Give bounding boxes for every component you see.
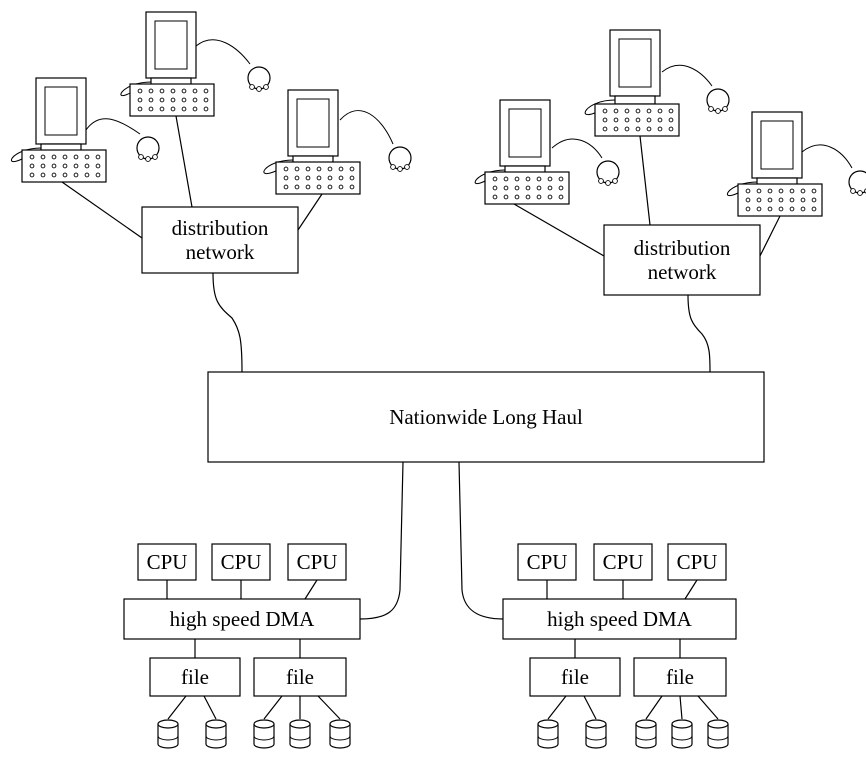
cpu-box: [667, 543, 727, 581]
disk-link: [547, 695, 567, 720]
terminal-link: [759, 215, 781, 257]
cpu-box: [287, 543, 347, 581]
site-uplink: [458, 461, 504, 620]
disk-link: [645, 695, 663, 720]
long-haul-box: [207, 371, 765, 463]
mouse-icon: [596, 160, 620, 186]
cpu-box: [517, 543, 577, 581]
terminal-link: [297, 193, 323, 231]
mouse-icon: [706, 88, 730, 114]
file-server-box: [253, 657, 347, 697]
dma-bus-label: high speed DMA: [547, 607, 692, 631]
dma-bus-label: high speed DMA: [170, 607, 315, 631]
disk-icon: [329, 719, 351, 749]
cpu-link: [304, 579, 318, 600]
disk-link: [167, 695, 187, 720]
computer-terminal-icon: [727, 111, 866, 217]
terminal-link: [61, 181, 143, 239]
cpu-box: [137, 543, 197, 581]
disk-icon: [537, 719, 559, 749]
disk-icon: [707, 719, 729, 749]
mouse-icon: [848, 170, 866, 196]
disk-link: [697, 695, 719, 720]
computer-terminal-icon: [263, 89, 412, 195]
terminal-link: [639, 135, 651, 226]
disk-icon: [205, 719, 227, 749]
disk-icon: [635, 719, 657, 749]
cpu-box: [593, 543, 653, 581]
file-server-label: file: [286, 665, 314, 689]
cpu-label: CPU: [147, 550, 188, 574]
mouse-icon: [247, 66, 271, 92]
terminal-link: [175, 115, 193, 208]
dma-bus-box: [502, 598, 737, 640]
file-server-box: [149, 657, 241, 697]
disk-icon: [253, 719, 275, 749]
file-server-box: [633, 657, 727, 697]
disk-icon: [671, 719, 693, 749]
site-uplink: [359, 461, 404, 620]
disk-link: [679, 695, 683, 720]
disk-link: [317, 695, 341, 720]
cpu-box: [211, 543, 271, 581]
computer-terminal-icon: [11, 77, 160, 183]
cpu-label: CPU: [221, 550, 262, 574]
cpu-link: [684, 579, 698, 600]
disk-link: [583, 695, 597, 720]
cpu-label: CPU: [297, 550, 338, 574]
file-server-label: file: [561, 665, 589, 689]
disk-icon: [289, 719, 311, 749]
cpu-label: CPU: [527, 550, 568, 574]
mouse-icon: [136, 136, 160, 162]
disk-icon: [585, 719, 607, 749]
file-server-label: file: [666, 665, 694, 689]
mouse-icon: [388, 146, 412, 172]
computer-terminal-icon: [584, 29, 730, 137]
distribution-uplink: [212, 272, 243, 373]
terminal-link: [513, 203, 605, 257]
disk-link: [263, 695, 283, 720]
computer-terminal-icon: [474, 99, 620, 205]
dma-bus-box: [123, 598, 361, 640]
cpu-label: CPU: [677, 550, 718, 574]
file-server-box: [529, 657, 621, 697]
disk-icon: [157, 719, 179, 749]
distribution-network-box: [603, 224, 761, 296]
distribution-network-box: [141, 206, 299, 274]
disk-link: [203, 695, 217, 720]
long-haul-label: Nationwide Long Haul: [389, 405, 583, 429]
cpu-label: CPU: [603, 550, 644, 574]
distribution-uplink: [687, 294, 711, 373]
computer-terminal-icon: [120, 11, 271, 117]
file-server-label: file: [181, 665, 209, 689]
